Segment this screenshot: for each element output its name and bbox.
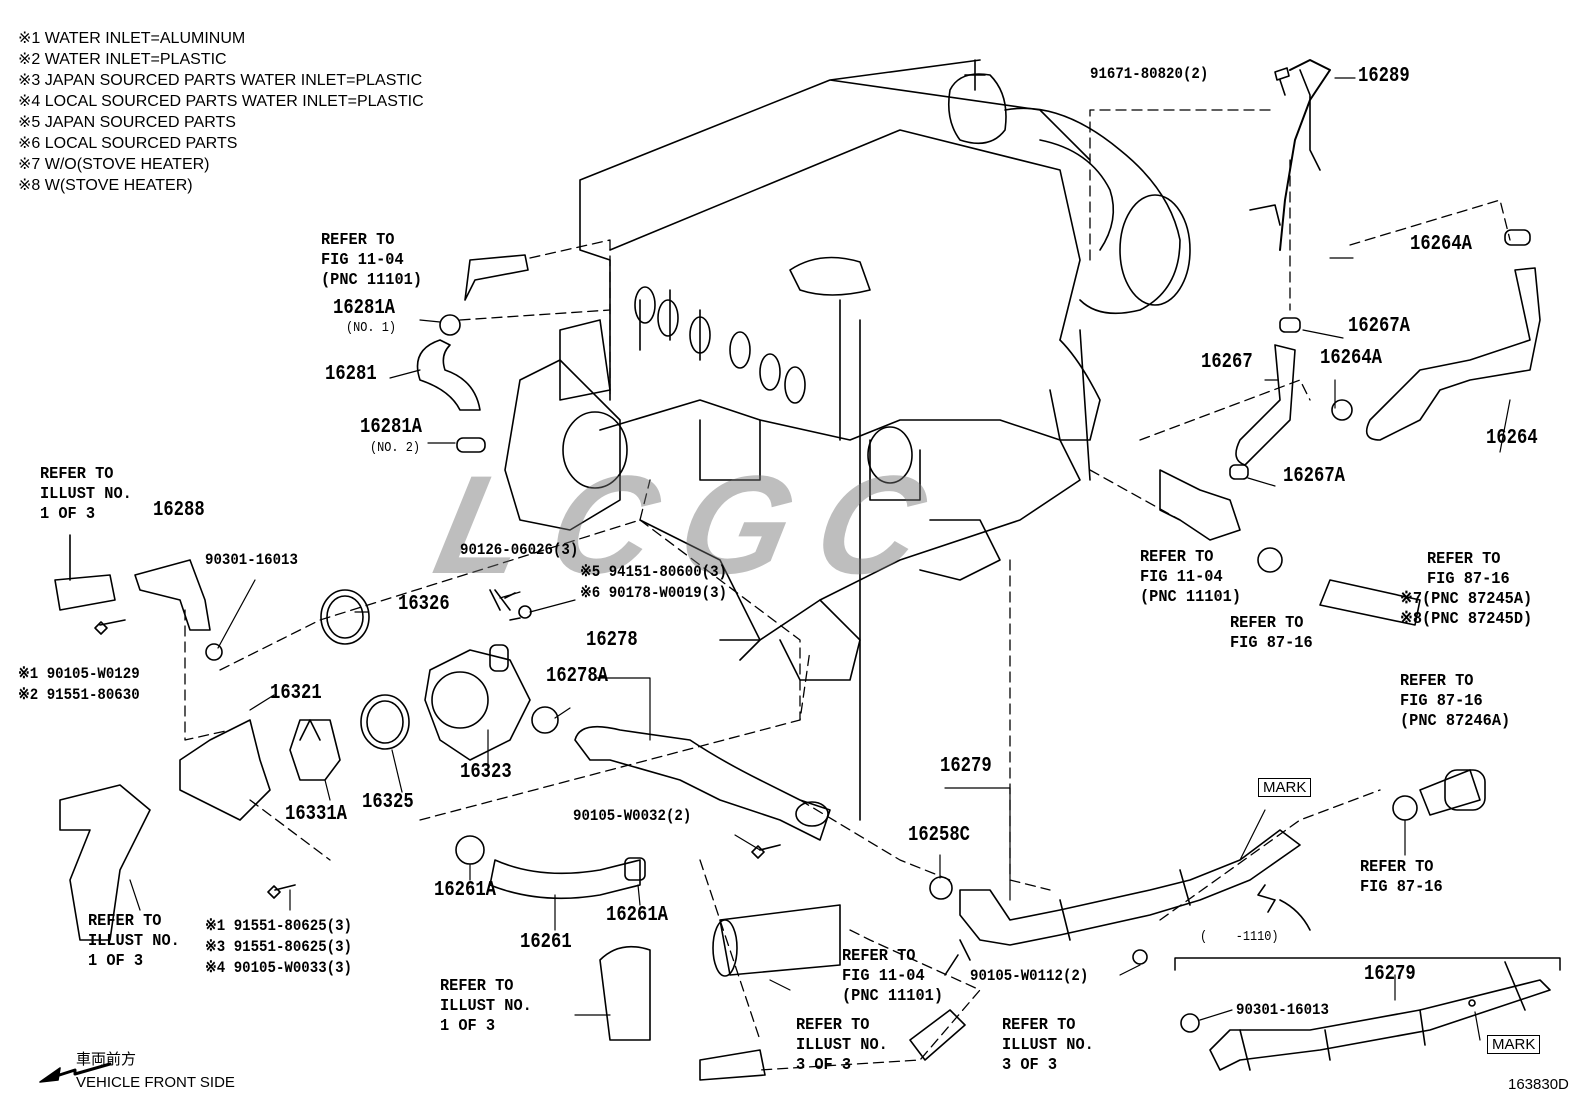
part-16267[interactable]: 16267 (1201, 351, 1253, 374)
front-label-jp: 車両前方 (76, 1051, 137, 1068)
drawing-number: 163830D (1508, 1076, 1569, 1093)
hoses (39, 59, 1561, 1083)
note-2: ※2 WATER INLET=PLASTIC (18, 51, 227, 68)
front-label-en: VEHICLE FRONT SIDE (76, 1074, 235, 1091)
part-90105-W0032[interactable]: 90105-W0032(2) (573, 807, 692, 825)
part-16323[interactable]: 16323 (460, 761, 512, 784)
note-5: ※5 JAPAN SOURCED PARTS (18, 114, 236, 131)
note-4: ※4 LOCAL SOURCED PARTS WATER INLET=PLAST… (18, 93, 424, 110)
part-16261[interactable]: 16261 (520, 931, 572, 954)
part-16281A-no1-sub: (NO. 1) (346, 320, 396, 336)
part-16289[interactable]: 16289 (1358, 65, 1410, 88)
note-8: ※8 W(STOVE HEATER) (18, 177, 193, 194)
mark-label-inset: MARK (1487, 1035, 1541, 1054)
part-16321[interactable]: 16321 (270, 682, 322, 705)
mark-label-main: MARK (1258, 778, 1312, 797)
note-6: ※6 LOCAL SOURCED PARTS (18, 135, 238, 152)
part-16325[interactable]: 16325 (362, 791, 414, 814)
part-16281A-no1[interactable]: 16281A (333, 297, 396, 320)
part-16261A-right[interactable]: 16261A (606, 904, 669, 927)
part-16264A-mid[interactable]: 16264A (1320, 347, 1383, 370)
turbo-housing (947, 59, 1191, 441)
engine-block (504, 59, 1091, 821)
part-91551-80625-3[interactable]: ※3 91551-80625(3) (205, 938, 352, 956)
part-16278[interactable]: 16278 (586, 629, 638, 652)
part-16264[interactable]: 16264 (1486, 427, 1538, 450)
notes-legend: ※1 WATER INLET=ALUMINUM ※2 WATER INLET=P… (18, 28, 424, 196)
part-91671-80820[interactable]: 91671-80820(2) (1090, 65, 1209, 83)
part-16281A-no2-sub: (NO. 2) (370, 440, 420, 456)
range-label-1110: ( -1110) (1200, 929, 1279, 945)
part-16258C[interactable]: 16258C (908, 824, 971, 847)
part-16288[interactable]: 16288 (153, 499, 205, 522)
part-16278A[interactable]: 16278A (546, 665, 609, 688)
part-16281A-no2[interactable]: 16281A (360, 416, 423, 439)
part-16279-main[interactable]: 16279 (940, 755, 992, 778)
part-91551-80630[interactable]: ※2 91551-80630 (18, 686, 140, 704)
part-90105-W0129[interactable]: ※1 90105-W0129 (18, 665, 140, 683)
part-94151-80600[interactable]: ※5 94151-80600(3) (580, 563, 727, 581)
bolts (94, 67, 1290, 899)
part-90301-16013-left[interactable]: 90301-16013 (205, 551, 298, 569)
part-16267A-top[interactable]: 16267A (1348, 315, 1411, 338)
part-90178-W0019[interactable]: ※6 90178-W0019(3) (580, 584, 727, 602)
part-16264A-top[interactable]: 16264A (1410, 233, 1473, 256)
part-90126-06026[interactable]: 90126-06026(3) (460, 541, 579, 559)
part-16267A-mid[interactable]: 16267A (1283, 465, 1346, 488)
callout-lines (129, 77, 1511, 1041)
note-1: ※1 WATER INLET=ALUMINUM (18, 30, 246, 47)
part-90301-16013-inset[interactable]: 90301-16013 (1236, 1001, 1329, 1019)
part-16261A-left[interactable]: 16261A (434, 879, 497, 902)
part-91551-80625-1[interactable]: ※1 91551-80625(3) (205, 917, 352, 935)
note-3: ※3 JAPAN SOURCED PARTS WATER INLET=PLAST… (18, 72, 423, 89)
note-7: ※7 W/O(STOVE HEATER) (18, 156, 210, 173)
part-16279-inset[interactable]: 16279 (1364, 963, 1416, 986)
part-16326[interactable]: 16326 (398, 593, 450, 616)
part-90105-W0033[interactable]: ※4 90105-W0033(3) (205, 959, 352, 977)
part-16331A[interactable]: 16331A (285, 803, 348, 826)
part-90105-W0112[interactable]: 90105-W0112(2) (970, 967, 1089, 985)
part-16281[interactable]: 16281 (325, 363, 377, 386)
